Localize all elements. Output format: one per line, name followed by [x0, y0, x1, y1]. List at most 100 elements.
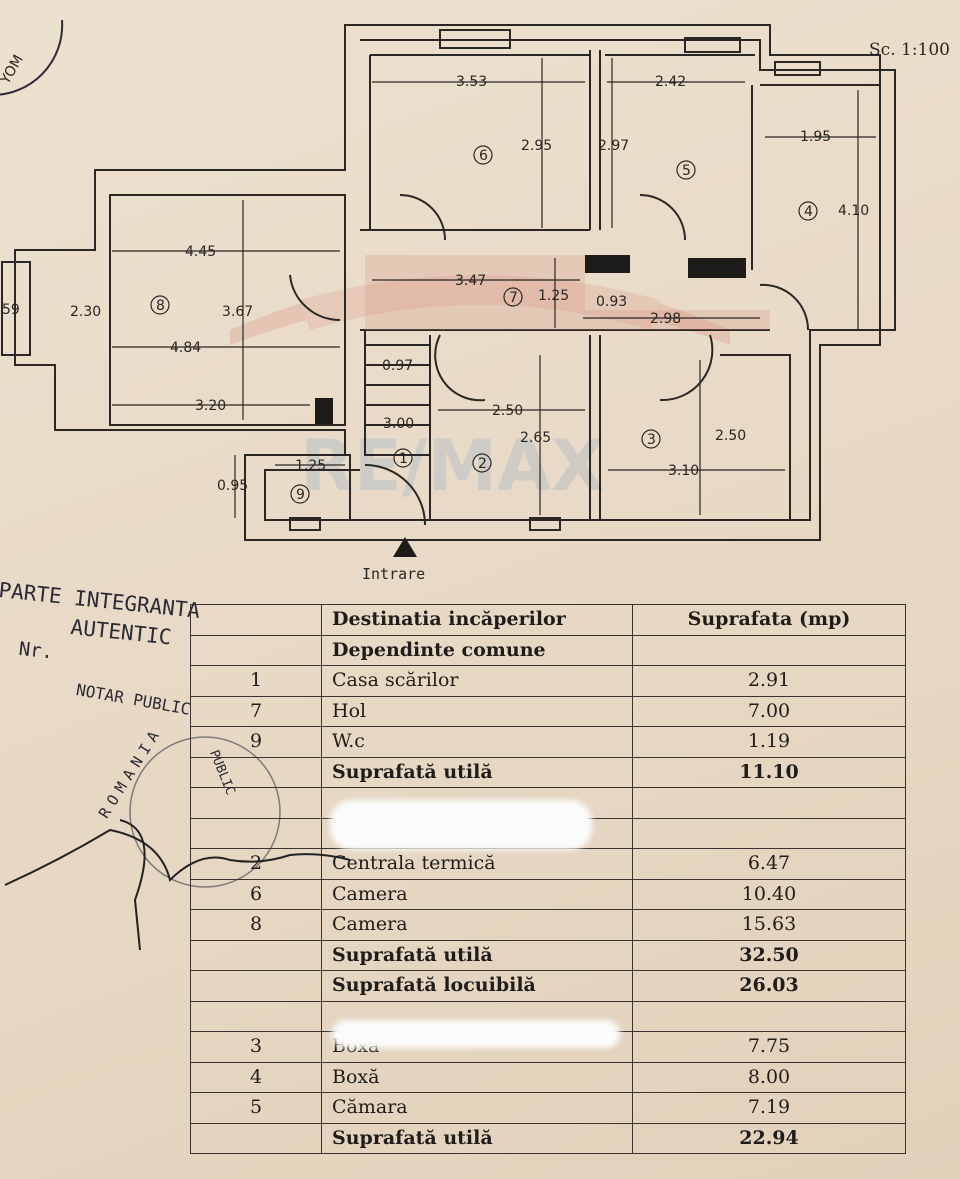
room-number-cell: 2 [190, 848, 322, 880]
room-number: 7 [509, 290, 518, 306]
room-number: 2 [478, 456, 487, 472]
room-name-cell: Hol [321, 695, 633, 727]
table-row: Dependinte comune [190, 634, 906, 666]
scale-label: Sc. 1:100 [869, 40, 950, 60]
room-number: 4 [804, 204, 813, 220]
room-area-cell: 2.91 [632, 665, 906, 697]
room-area-cell: 7.75 [632, 1031, 906, 1063]
room-name-cell: Suprafată utilă [321, 1122, 633, 1154]
dim-label: 1.95 [800, 129, 831, 145]
room-name-cell: Camera [321, 878, 633, 910]
room-area-cell: 26.03 [632, 970, 906, 1002]
room-number-cell: 4 [190, 1061, 322, 1093]
floor-plan: RE/MAX [0, 19, 896, 557]
dim-label: 2.50 [492, 403, 523, 419]
room-number-cell: 1 [190, 665, 322, 697]
header-destination: Destinatia incăperilor [321, 604, 633, 636]
dim-label: 3.47 [455, 273, 486, 289]
room-name-cell: Boxă [321, 1061, 633, 1093]
table-header-row: Destinatia incăperilor Suprafata (mp) [190, 604, 906, 636]
room-number-cell [190, 1000, 322, 1032]
room-area-cell [632, 817, 906, 849]
room-number: 8 [156, 298, 165, 314]
dim-label: 2.65 [520, 430, 551, 446]
dim-label: 59 [2, 302, 20, 318]
room-area-cell: 6.47 [632, 848, 906, 880]
entrance-label: Intrare [362, 565, 426, 583]
dim-label: 2.95 [521, 138, 552, 154]
stamp-corner-text: YOM [0, 52, 27, 88]
dim-label: 4.45 [185, 244, 216, 260]
dimension-lines [112, 58, 876, 518]
room-name-cell: Casa scărilor [321, 665, 633, 697]
room-number-cell: 8 [190, 909, 322, 941]
room-name-cell: Suprafată utilă [321, 939, 633, 971]
room-name-cell: Dependinte comune [321, 634, 633, 666]
room-number: 9 [296, 487, 305, 503]
room-number: 6 [479, 148, 488, 164]
hallway-highlight [365, 255, 770, 330]
room-number-cell [190, 970, 322, 1002]
room-name-cell: Camera [321, 909, 633, 941]
room-area-cell: 8.00 [632, 1061, 906, 1093]
room-area-cell: 7.19 [632, 1092, 906, 1124]
room-number-cell: 3 [190, 1031, 322, 1063]
room-area-cell: 11.10 [632, 756, 906, 788]
room-number-cell [190, 787, 322, 819]
rooms-table: Destinatia incăperilor Suprafata (mp) De… [190, 604, 906, 1154]
dim-label: 3.53 [456, 74, 487, 90]
dim-label: 2.30 [70, 304, 101, 320]
walls [1, 24, 896, 541]
room-area-cell [632, 634, 906, 666]
room-number-cell [190, 1122, 322, 1154]
room-number-cell: 6 [190, 878, 322, 910]
room-area-cell [632, 787, 906, 819]
room-number: 1 [399, 451, 408, 467]
header-area: Suprafata (mp) [632, 604, 906, 636]
stamp-line-2: AUTENTIC [69, 615, 173, 650]
dimension-labels: 3.53 2.95 2.42 2.97 1.95 4.10 4.45 2.30 … [2, 74, 869, 494]
stamp-line-3: Nr. [17, 638, 55, 664]
room-name-cell: Cămara [321, 1092, 633, 1124]
dim-label: 2.98 [650, 311, 681, 327]
room-number: 5 [682, 163, 691, 179]
dim-label: 2.50 [715, 428, 746, 444]
redaction-blur [332, 1020, 620, 1048]
room-name-cell: Suprafată locuibilă [321, 970, 633, 1002]
room-number-cell: 5 [190, 1092, 322, 1124]
dim-label: 4.10 [838, 203, 869, 219]
signature-stroke [119, 819, 146, 951]
dim-label: 4.84 [170, 340, 201, 356]
room-area-cell: 7.00 [632, 695, 906, 727]
room-area-cell: 15.63 [632, 909, 906, 941]
room-number: 3 [647, 432, 656, 448]
dim-label: 0.93 [596, 294, 627, 310]
redaction-blur [330, 800, 592, 850]
stamp-seal-text: ROMANIA [95, 722, 167, 822]
room-name-cell: Suprafată utilă [321, 756, 633, 788]
dim-label: 3.20 [195, 398, 226, 414]
room-name-cell: W.c [321, 726, 633, 758]
entrance-arrow-icon [393, 537, 417, 557]
stamp-line-4: NOTAR PUBLIC [74, 680, 192, 719]
dim-label: 1.25 [538, 288, 569, 304]
room-number-cell [190, 634, 322, 666]
room-area-cell: 32.50 [632, 939, 906, 971]
room-number-cell [190, 817, 322, 849]
room-area-cell: 1.19 [632, 726, 906, 758]
dim-label: 1.25 [295, 458, 326, 474]
dim-label: 2.42 [655, 74, 686, 90]
stamp-arc [0, 19, 64, 96]
room-name-cell: Centrala termică [321, 848, 633, 880]
room-numbers: 1 2 3 4 5 6 7 8 9 [150, 145, 818, 504]
